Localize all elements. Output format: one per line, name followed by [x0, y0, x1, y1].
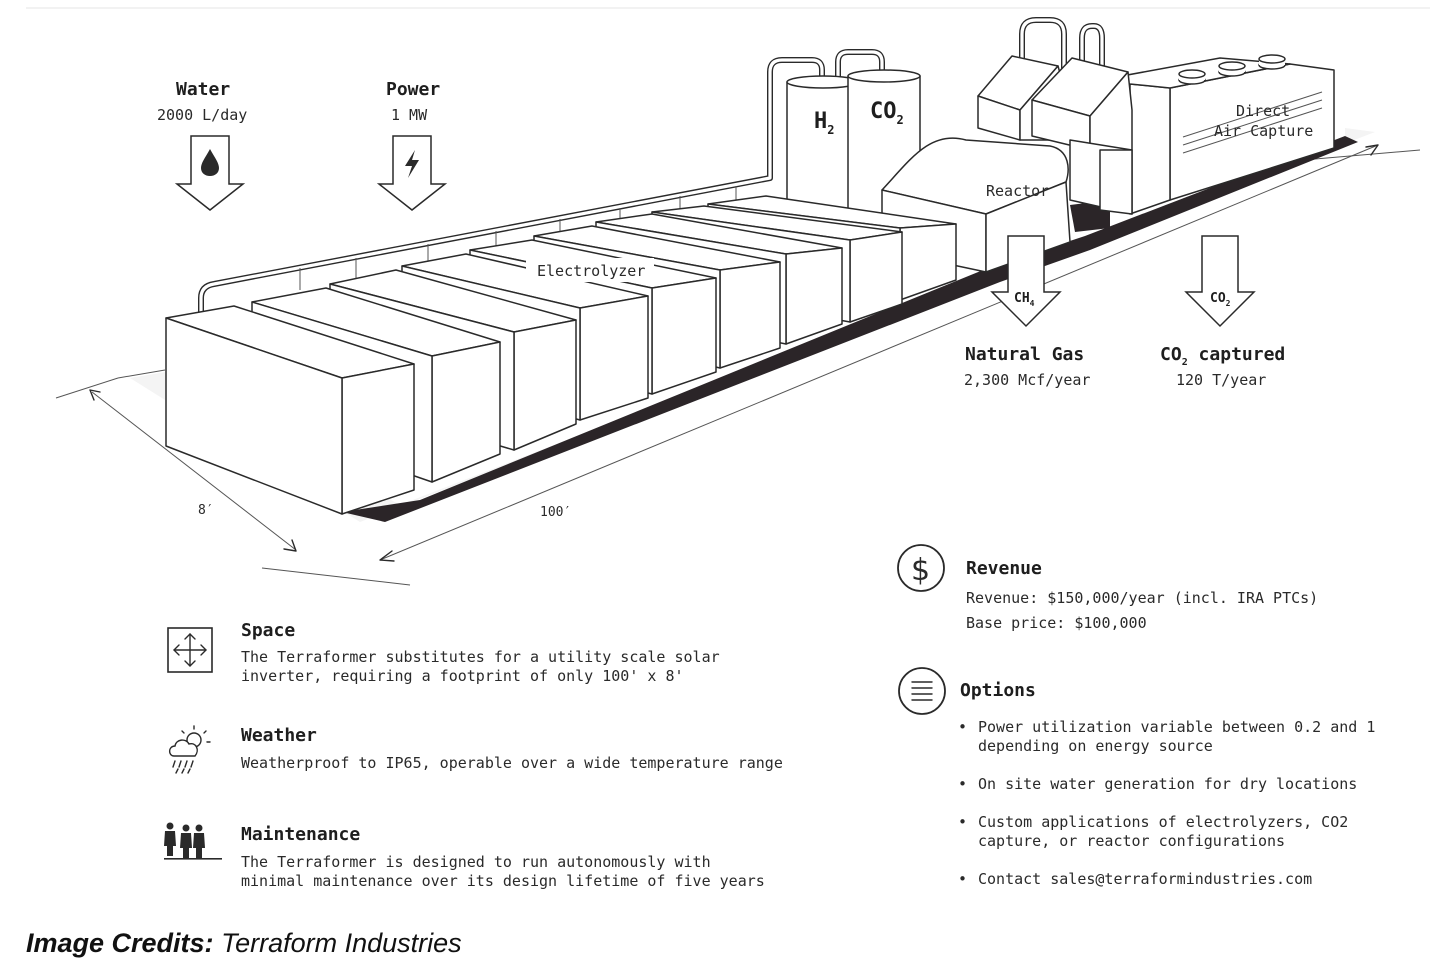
option-3-line2: capture, or reactor configurations [978, 832, 1285, 850]
expand-arrows-icon [167, 627, 213, 673]
co2-captured-title: CO2 captured [1160, 344, 1285, 368]
dac-label-line2: Air Capture [1214, 122, 1313, 140]
h2-tank-label: H2 [814, 109, 834, 137]
co2-arrow-label: CO2 [1210, 291, 1231, 308]
dimension-length: 100′ [379, 144, 1379, 562]
electrolyzer-array: Electrolyzer [165, 195, 957, 515]
revenue-title: Revenue [966, 558, 1042, 579]
feature-space: Space The Terraformer substitutes for a … [167, 620, 720, 685]
maintenance-text-line1: The Terraformer is designed to run auton… [241, 853, 711, 871]
reactor-label: Reactor [986, 182, 1049, 200]
footprint-strip [342, 136, 1358, 522]
option-bullet-4: • [958, 870, 967, 888]
water-title: Water [176, 79, 230, 100]
natural-gas-output: CH4 Natural Gas 2,300 Mcf/year [964, 235, 1090, 389]
revenue-line1: Revenue: $150,000/year (incl. IRA PTCs) [966, 589, 1318, 607]
co2-captured-value: 120 T/year [1176, 371, 1266, 389]
option-4-line1: Contact sales@terraformindustries.com [978, 870, 1312, 888]
options-title: Options [960, 680, 1036, 701]
water-drop-icon [201, 149, 219, 176]
lightning-bolt-icon [405, 150, 419, 178]
svg-text:$: $ [911, 553, 930, 588]
co2-tank-label: CO2 [870, 99, 904, 127]
feature-weather: Weather Weatherproof to IP65, operable o… [168, 725, 783, 774]
dollar-icon: $ [897, 544, 945, 592]
power-value: 1 MW [391, 106, 428, 124]
natural-gas-value: 2,300 Mcf/year [964, 371, 1090, 389]
options-section: Options • Power utilization variable bet… [898, 667, 1375, 888]
option-3-line1: Custom applications of electrolyzers, CO… [978, 813, 1348, 831]
capture-towers [977, 17, 1133, 215]
weather-title: Weather [241, 725, 317, 746]
weather-cloud-sun-rain-icon [168, 725, 211, 774]
weather-text-line1: Weatherproof to IP65, operable over a wi… [241, 754, 783, 772]
maintenance-title: Maintenance [241, 824, 360, 845]
space-title: Space [241, 620, 295, 641]
option-bullet-3: • [958, 813, 967, 831]
co2-output: CO2 CO2 captured 120 T/year [1160, 235, 1285, 389]
feature-maintenance: Maintenance The Terraformer is designed … [164, 822, 765, 890]
electrolyzer-label: Electrolyzer [537, 262, 645, 280]
ch4-arrow-label: CH4 [1014, 291, 1035, 308]
option-1-line2: depending on energy source [978, 737, 1213, 755]
option-1-line1: Power utilization variable between 0.2 a… [978, 718, 1375, 736]
revenue-line2: Base price: $100,000 [966, 614, 1147, 632]
list-icon [898, 667, 946, 715]
h2-tank: H2 [786, 75, 860, 215]
power-title: Power [386, 79, 440, 100]
dimension-width: 8′ [89, 389, 297, 552]
water-input: Water 2000 L/day [157, 79, 247, 211]
power-input: Power 1 MW [376, 79, 448, 211]
image-credit: Image Credits: Terraform Industries [26, 928, 462, 958]
revenue-section: $ Revenue Revenue: $150,000/year (incl. … [897, 544, 1318, 632]
space-text-line2: inverter, requiring a footprint of only … [241, 667, 684, 685]
dac-label-line1: Direct [1236, 102, 1290, 120]
option-bullet-1: • [958, 718, 967, 736]
maintenance-text-line2: minimal maintenance over its design life… [241, 872, 765, 890]
people-icon [164, 822, 222, 860]
water-value: 2000 L/day [157, 106, 247, 124]
natural-gas-title: Natural Gas [965, 344, 1084, 365]
option-2-line1: On site water generation for dry locatio… [978, 775, 1357, 793]
space-text-line1: The Terraformer substitutes for a utilit… [241, 648, 720, 666]
dimension-length-label: 100′ [540, 505, 571, 520]
dimension-width-label: 8′ [198, 503, 214, 518]
option-bullet-2: • [958, 775, 967, 793]
direct-air-capture-unit: Direct Air Capture [1099, 54, 1335, 215]
